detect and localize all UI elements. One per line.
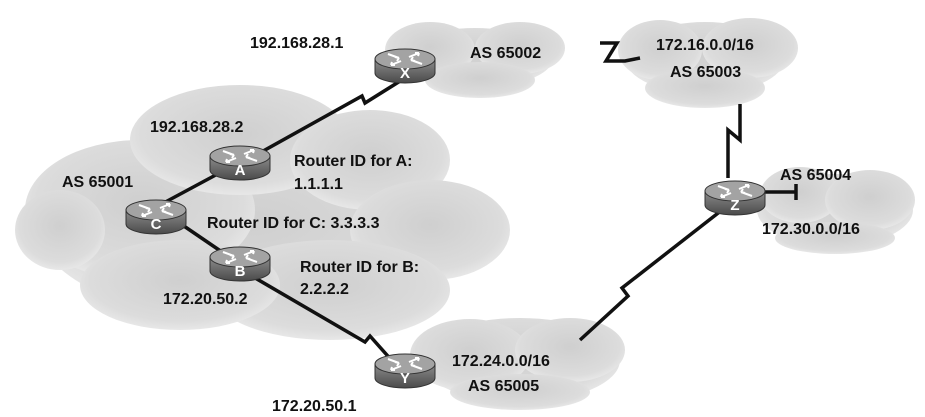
as-65002-label: AS 65002 <box>470 45 542 62</box>
links <box>157 41 798 374</box>
link-x-as65003 <box>600 41 641 63</box>
router-z: Z <box>704 180 766 216</box>
as-65003-label: AS 65003 <box>670 64 742 81</box>
cloud-as-65005 <box>410 318 625 410</box>
router-z-letter: Z <box>730 197 739 214</box>
router-x: X <box>374 48 436 84</box>
router-a-ip-label: 192.168.28.2 <box>150 119 244 136</box>
router-y-letter: Y <box>400 370 410 387</box>
link-a-x <box>246 76 406 162</box>
router-x-letter: X <box>400 65 410 82</box>
cloud-as-65003 <box>618 18 798 108</box>
router-id-c-label: Router ID for C: 3.3.3.3 <box>207 215 380 232</box>
router-y: Y <box>374 353 436 389</box>
router-a: A <box>209 145 271 181</box>
network-172-16-label: 172.16.0.0/16 <box>656 37 754 54</box>
router-b-ip-label: 172.20.50.2 <box>163 291 248 308</box>
as-65005-label: AS 65005 <box>468 378 540 395</box>
network-172-30-label: 172.30.0.0/16 <box>762 221 860 238</box>
router-y-ip-label: 172.20.50.1 <box>272 398 357 415</box>
router-x-ip-label: 192.168.28.1 <box>250 35 344 52</box>
router-id-b-value: 2.2.2.2 <box>300 281 349 298</box>
router-b-letter: B <box>235 263 246 280</box>
as-65001-label: AS 65001 <box>62 174 134 191</box>
router-id-a-title: Router ID for A: <box>294 153 413 170</box>
router-a-letter: A <box>235 162 246 179</box>
link-y-z <box>578 208 724 342</box>
link-as65003-z <box>726 104 742 178</box>
link-c-a <box>157 168 226 208</box>
router-c: C <box>125 199 187 235</box>
router-b: B <box>209 246 271 282</box>
router-id-b-title: Router ID for B: <box>300 259 420 276</box>
link-b-y <box>249 273 404 374</box>
router-c-letter: C <box>151 216 162 233</box>
as-65004-label: AS 65004 <box>780 167 852 184</box>
router-id-a-value: 1.1.1.1 <box>294 176 343 193</box>
network-172-24-label: 172.24.0.0/16 <box>452 353 550 370</box>
cloud-as-65001 <box>15 85 510 340</box>
